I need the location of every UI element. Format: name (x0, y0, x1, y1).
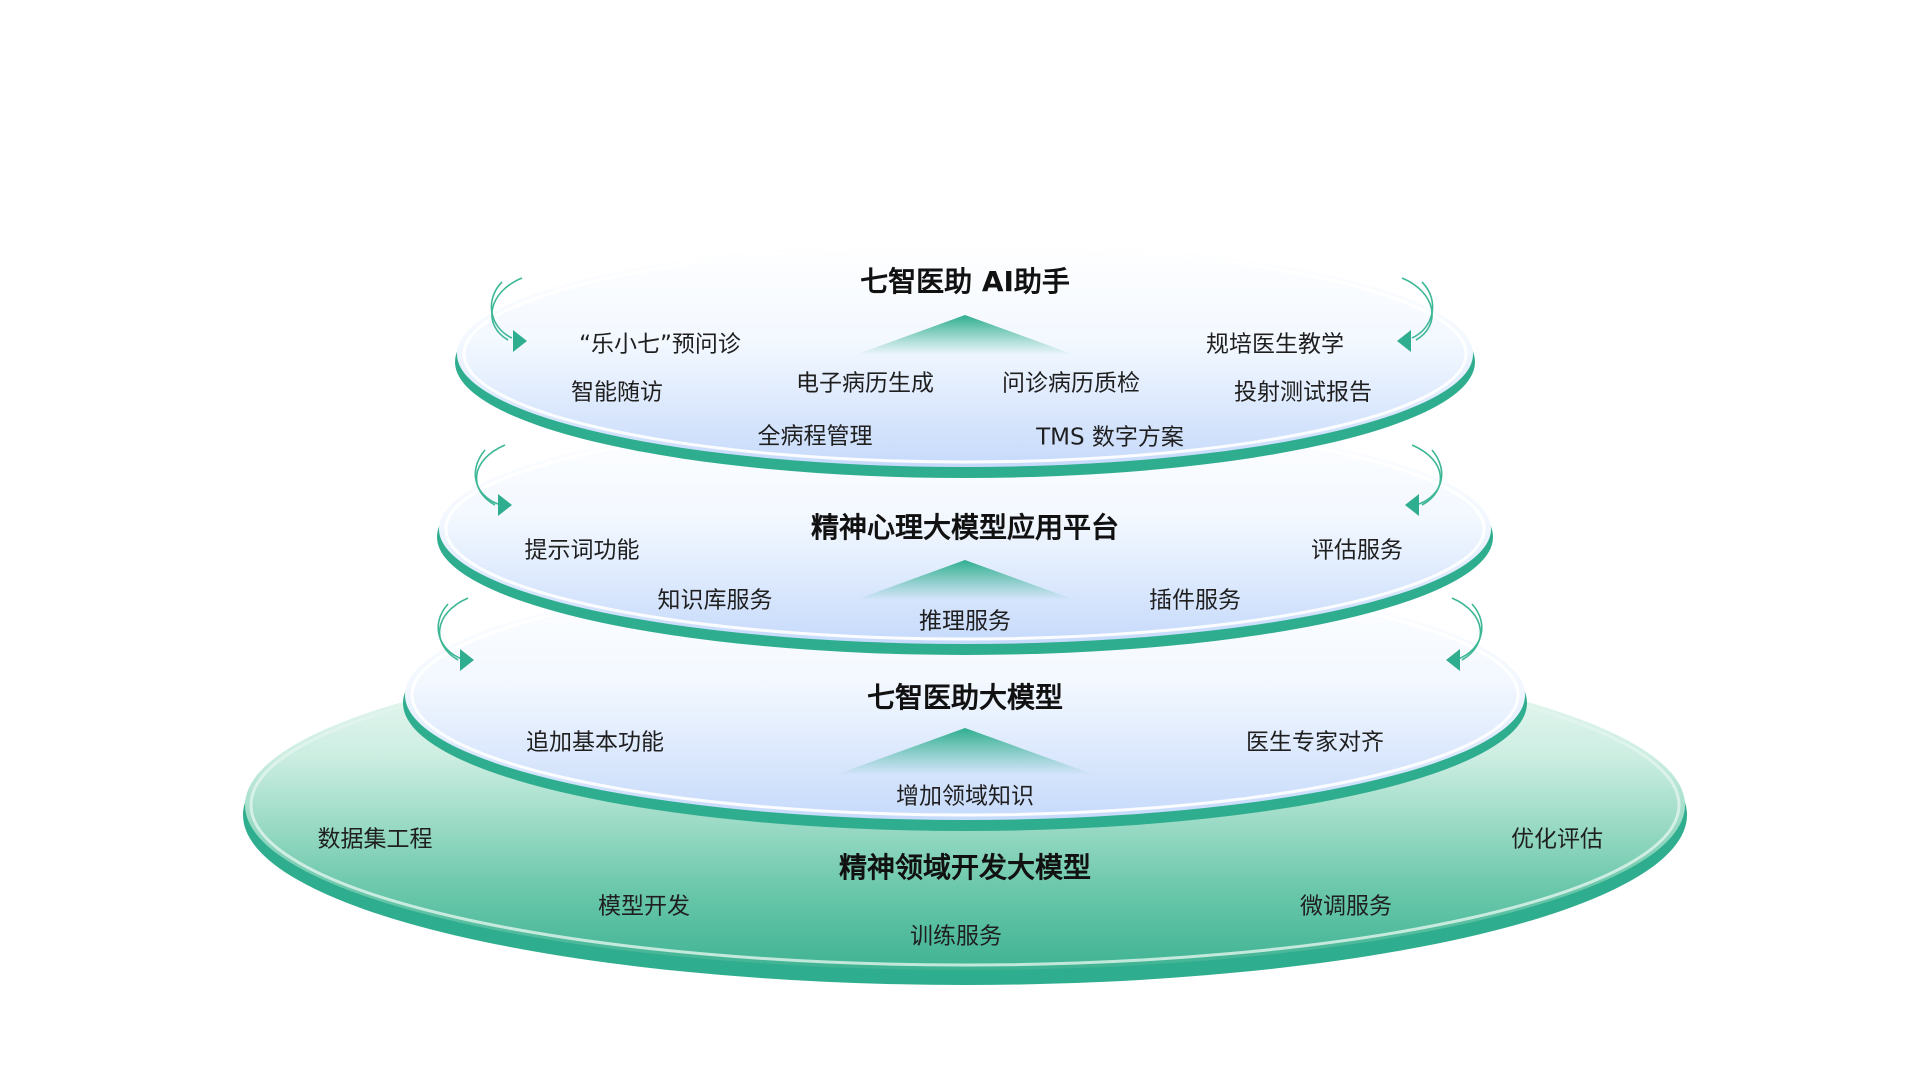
curved-arrow-icon (438, 597, 469, 661)
layer-2-title: 精神心理大模型应用平台 (810, 511, 1120, 544)
arrowhead-icon (513, 330, 527, 352)
right-arrowheads (1397, 330, 1460, 671)
layer-2-peak-triangle (855, 560, 1075, 600)
layer-2-item-prompt: 提示词功能 (524, 537, 640, 564)
arrowhead-icon (460, 649, 474, 671)
curved-arrow-icon (1411, 444, 1442, 506)
layer-1-item-resident-teaching: 规培医生教学 (1206, 331, 1344, 358)
left-arrowheads (460, 330, 527, 671)
layer-1-peak-triangle (855, 315, 1075, 355)
curved-arrow-icon (490, 281, 513, 339)
layer-3-item-expert-alignment: 医生专家对齐 (1246, 729, 1384, 756)
curved-arrow-icon (475, 444, 506, 506)
curved-arrow-icon (474, 449, 499, 505)
layer-1-title: 七智医助 AI助手 (860, 265, 1070, 298)
curved-arrow-icon (1418, 449, 1443, 505)
layer-4-item-optimization-eval: 优化评估 (1511, 826, 1603, 853)
layer-2-item-evaluation: 评估服务 (1311, 537, 1403, 564)
layer-2-item-plugin: 插件服务 (1149, 587, 1241, 614)
layer-1-item-smart-followup: 智能随访 (571, 379, 663, 406)
arrowhead-icon (1397, 330, 1411, 352)
layer-1-item-pre-consult: “乐小七”预问诊 (579, 331, 741, 358)
layer-1-item-full-course: 全病程管理 (757, 423, 873, 450)
layer-3-peak-triangle (835, 728, 1095, 775)
layer-2-disc (437, 414, 1493, 655)
layer-2-item-knowledge-base: 知识库服务 (657, 587, 773, 614)
curved-arrow-icon (1451, 597, 1482, 661)
left-arrows (437, 277, 523, 661)
layer-1-item-record-qc: 问诊病历质检 (1002, 370, 1140, 397)
arrowhead-icon (498, 494, 512, 516)
layer-4-item-finetuning-service: 微调服务 (1300, 893, 1392, 920)
layer-1-item-projective-test: 投射测试报告 (1234, 379, 1372, 406)
layer-4-item-training-service: 训练服务 (910, 923, 1002, 950)
arrowhead-icon (1446, 649, 1460, 671)
layer-1-item-emr-generation: 电子病历生成 (796, 370, 934, 397)
layer-3-title: 七智医助大模型 (866, 681, 1064, 714)
curved-arrow-icon (1457, 603, 1483, 660)
layer-4-title: 精神领域开发大模型 (838, 851, 1092, 884)
right-arrows (1401, 277, 1483, 661)
curved-arrow-icon (1401, 277, 1433, 341)
curved-arrow-icon (491, 277, 523, 341)
layer-4-item-dataset-engineering: 数据集工程 (317, 826, 433, 853)
layer-1-item-tms: TMS 数字方案 (1036, 424, 1184, 451)
layer-3-item-basic-functions: 追加基本功能 (526, 729, 664, 756)
layer-2-item-inference: 推理服务 (919, 608, 1011, 635)
arrowhead-icon (1405, 494, 1419, 516)
curved-arrow-icon (1411, 281, 1434, 339)
curved-arrow-icon (437, 603, 463, 660)
layer-4-item-model-development: 模型开发 (598, 893, 690, 920)
layer-3-item-domain-knowledge: 增加领域知识 (896, 783, 1034, 810)
